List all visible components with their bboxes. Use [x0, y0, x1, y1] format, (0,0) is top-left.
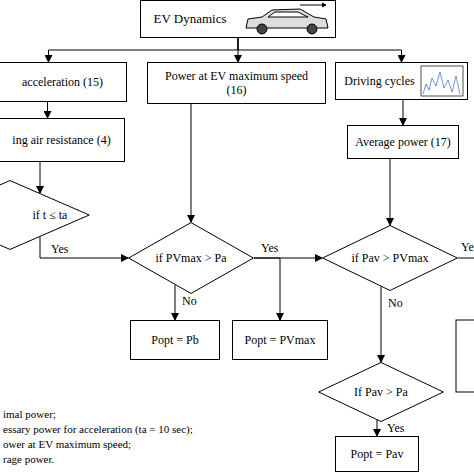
result-box: Popt = Pb [130, 320, 220, 360]
flow-arrow [390, 159, 391, 225]
process-box: EV Dynamics [140, 0, 336, 38]
legend-note: rage power. [2, 453, 55, 466]
flow-arrow [175, 285, 176, 320]
node-text: If Pav > Pa [354, 385, 408, 399]
flow-arrow [191, 104, 192, 222]
legend-note: imal power; [2, 408, 57, 421]
flow-arrow [49, 38, 239, 62]
branch-label: No [387, 296, 404, 310]
flow-arrow [403, 100, 404, 125]
branch-label: Ye [460, 240, 474, 254]
driving-cycle-graph [421, 66, 463, 96]
decision-diamond: If Pav > Pa [318, 362, 444, 422]
node-text: if Pav > PVmax [351, 251, 428, 265]
flow-arrow [254, 258, 280, 320]
node-text: if PVmax > Pa [155, 251, 226, 265]
node-text: acceleration (15) [22, 75, 103, 89]
node-text: Popt = PVmax [245, 333, 316, 347]
node-text: ing air resistance (4) [12, 133, 110, 147]
result-box: Popt = Pav [335, 436, 419, 472]
node-text: if t ≤ ta [33, 208, 68, 222]
car-illustration [246, 3, 328, 34]
node-text: Popt = Pav [351, 447, 404, 461]
branch-label: Yes [50, 242, 69, 256]
node-text: Power at EV maximum speed (16) [154, 69, 319, 98]
partial-box-right [456, 258, 474, 392]
branch-label: Yes [386, 421, 405, 435]
decision-diamond: if t ≤ ta [0, 180, 90, 250]
process-box: Average power (17) [347, 125, 459, 159]
node-text: EV Dynamics [153, 11, 226, 27]
legend-note: ower at EV maximum speed; [2, 438, 132, 451]
branch-label: Yes [260, 241, 279, 255]
flow-arrow [377, 420, 378, 436]
node-text: Driving cycles [344, 74, 414, 88]
flow-arrow [40, 162, 41, 193]
decision-diamond: if Pav > PVmax [322, 225, 458, 291]
process-box: acceleration (15) [0, 62, 127, 102]
flow-arrow [40, 237, 128, 258]
flow-arrow [238, 38, 402, 62]
branch-label: No [181, 294, 198, 308]
flow-arrow [47, 102, 48, 118]
process-box: Driving cycles [335, 62, 468, 100]
node-text: Average power (17) [355, 135, 451, 149]
result-box: Popt = PVmax [232, 320, 328, 360]
process-box: Power at EV maximum speed (16) [147, 62, 326, 104]
node-text: Popt = Pb [151, 333, 198, 347]
flow-arrow [381, 287, 382, 362]
decision-diamond: if PVmax > Pa [128, 222, 254, 294]
legend-note: essary power for acceleration (ta = 10 s… [2, 423, 194, 436]
process-box: ing air resistance (4) [0, 118, 125, 162]
